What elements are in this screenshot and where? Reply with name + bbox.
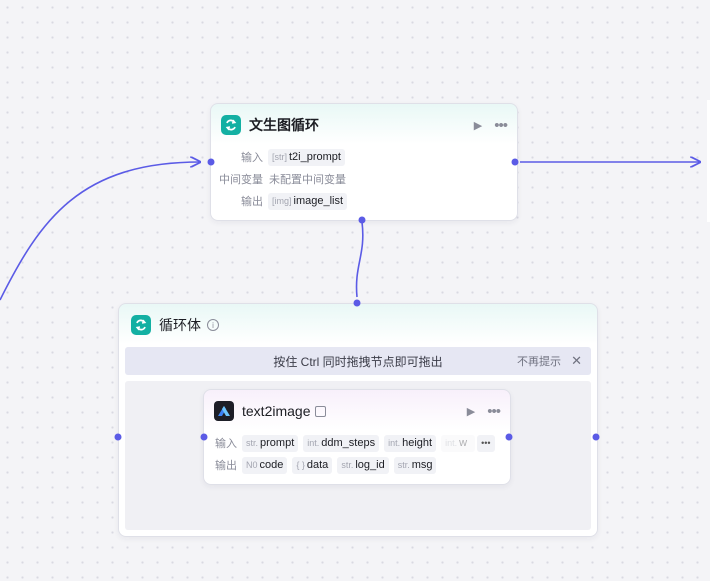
t2i-input-tag[interactable]: int.ddm_steps: [303, 434, 380, 452]
t2i-output-tag[interactable]: str.log_id: [337, 456, 389, 474]
edge-loop-to-body[interactable]: [355, 221, 364, 298]
info-icon[interactable]: i: [207, 319, 219, 331]
more-icon[interactable]: •••: [477, 434, 495, 452]
edge-left-to-loop[interactable]: [0, 162, 200, 301]
t2i-output-name: data: [306, 459, 329, 471]
array-icon: [img]: [272, 196, 292, 206]
t2i-output-tag[interactable]: str.msg: [393, 456, 437, 474]
loop-intermediate-label: 中间变量: [219, 174, 263, 186]
drag-hint-bar: 按住 Ctrl 同时拖拽节点即可拖出 不再提示 ✕: [125, 347, 591, 375]
loop-icon: [131, 315, 151, 335]
t2i-input-name: ddm_steps: [321, 437, 376, 449]
t2i-output-type: str.: [397, 460, 410, 470]
run-icon[interactable]: ▶: [466, 405, 476, 418]
t2i-output-label: 输出: [215, 460, 237, 472]
more-icon[interactable]: •••: [487, 402, 501, 420]
t2i-input-tag[interactable]: str.prompt: [242, 434, 299, 452]
array-icon: [str]: [272, 152, 287, 162]
loop-icon: [221, 115, 241, 135]
t2i-output-type: str.: [341, 460, 354, 470]
loop-node-title: 文生图循环: [249, 117, 319, 133]
run-icon[interactable]: ▶: [473, 119, 483, 132]
close-icon[interactable]: ✕: [571, 353, 582, 368]
loop-output-tag[interactable]: [img]image_list: [268, 192, 348, 210]
t2i-output-name: code: [259, 459, 284, 471]
loop-body-port[interactable]: [358, 216, 366, 224]
loop-intermediate-value: 未配置中间变量: [269, 174, 346, 186]
loop-body-container[interactable]: 循环体 i 按住 Ctrl 同时拖拽节点即可拖出 不再提示 ✕: [118, 303, 598, 537]
t2i-input-type: int.: [388, 438, 401, 448]
t2i-output-port[interactable]: [505, 433, 513, 441]
t2i-output-type: N0: [246, 460, 258, 470]
loop-body-right-port[interactable]: [592, 433, 600, 441]
text2image-node[interactable]: text2image ▶ ••• 输入 str.prompt int.ddm_s…: [203, 389, 511, 485]
badge-icon: [315, 405, 327, 417]
loop-input-port[interactable]: [207, 158, 215, 166]
t2i-input-port[interactable]: [200, 433, 208, 441]
loop-output-port[interactable]: [511, 158, 519, 166]
loop-body-top-port[interactable]: [353, 299, 361, 307]
t2i-input-tag[interactable]: int.w: [441, 434, 476, 452]
t2i-input-type: str.: [246, 438, 259, 448]
loop-body-left-port[interactable]: [114, 433, 122, 441]
t2i-output-name: msg: [411, 459, 433, 471]
more-icon[interactable]: •••: [494, 116, 508, 134]
loop-output-label: 输出: [241, 196, 263, 208]
loop-node[interactable]: 文生图循环 ▶ ••• 输入 [str]t2i_prompt 中间变量 未配置中…: [210, 103, 518, 221]
text2image-title: text2image: [242, 403, 311, 419]
t2i-input-name: height: [402, 437, 433, 449]
loop-node-header: 文生图循环 ▶ •••: [211, 104, 517, 146]
t2i-input-name: w: [459, 437, 468, 449]
t2i-input-tag[interactable]: int.height: [384, 434, 437, 452]
t2i-output-name: log_id: [355, 459, 385, 471]
drag-hint-text: 按住 Ctrl 同时拖拽节点即可拖出: [273, 354, 443, 369]
t2i-input-label: 输入: [215, 438, 237, 450]
loop-body-header: 循环体 i: [119, 304, 597, 346]
t2i-input-type: int.: [445, 438, 458, 448]
loop-output-tag-text: image_list: [293, 195, 344, 207]
loop-input-tag-text: t2i_prompt: [289, 151, 341, 163]
model-icon: [214, 401, 234, 421]
t2i-input-name: prompt: [260, 437, 295, 449]
t2i-input-type: int.: [307, 438, 320, 448]
text2image-header: text2image ▶ •••: [204, 390, 510, 432]
loop-input-tag[interactable]: [str]t2i_prompt: [268, 148, 345, 166]
dismiss-hint-button[interactable]: 不再提示: [517, 356, 561, 368]
next-node-partial[interactable]: [707, 100, 710, 222]
loop-body-title: 循环体: [159, 317, 201, 333]
t2i-output-type: { }: [296, 460, 305, 470]
t2i-output-tag[interactable]: { }data: [292, 456, 333, 474]
loop-input-label: 输入: [241, 152, 263, 164]
